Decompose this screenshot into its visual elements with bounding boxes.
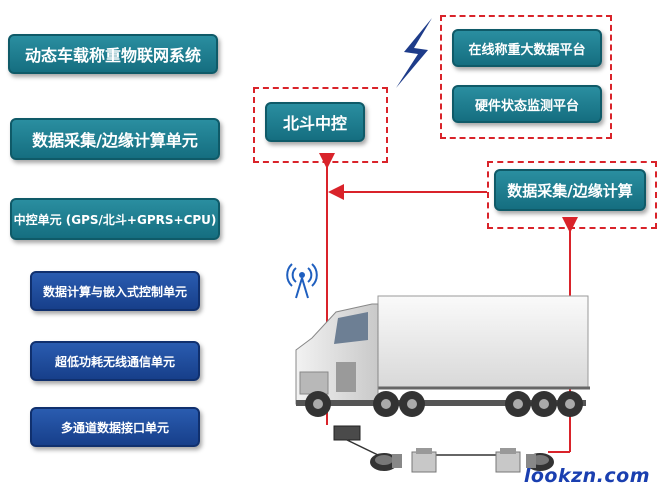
edge-compute-label: 数据采集/边缘计算 [507,181,633,200]
truck-illustration [295,295,590,417]
load-sensor-icon-4 [526,453,554,471]
online-weighing-platform-label: 在线称重大数据平台 [468,42,586,58]
edge-unit-label: 数据采集/边缘计算单元 [32,131,198,150]
compute-unit-label: 数据计算与嵌入式控制单元 [42,284,187,299]
watermark: lookzn.com [523,465,650,487]
hardware-monitor-platform-box: 硬件状态监测平台 [452,85,602,123]
system-title-box: 动态车载称重物联网系统 [8,34,218,74]
wireless-unit-box: 超低功耗无线通信单元 [30,341,200,381]
beidou-control-box: 北斗中控 [265,102,365,142]
sensor-cable-left [346,439,379,456]
interface-unit-box: 多通道数据接口单元 [30,407,200,447]
compute-unit-box: 数据计算与嵌入式控制单元 [30,271,200,311]
load-sensor-icon-3 [495,448,521,473]
hardware-monitor-platform-label: 硬件状态监测平台 [474,98,579,114]
edge-compute-box: 数据采集/边缘计算 [494,169,646,211]
beidou-control-label: 北斗中控 [282,114,347,133]
cloud-platform-group [440,15,612,139]
control-unit-box: 中控单元 (GPS/北斗+GPRS+CPU) [10,198,220,240]
lightning-bolt-icon [396,18,432,88]
load-sensor-icon-2 [411,448,437,473]
edge-unit-box: 数据采集/边缘计算单元 [10,118,220,160]
system-title: 动态车载称重物联网系统 [24,46,201,65]
antenna-icon [286,263,318,299]
online-weighing-platform-box: 在线称重大数据平台 [452,29,602,67]
interface-unit-label: 多通道数据接口单元 [60,420,169,435]
wireless-unit-label: 超低功耗无线通信单元 [54,354,175,369]
control-unit-label: 中控单元 (GPS/北斗+GPRS+CPU) [13,212,217,227]
load-sensor-icon-1 [370,453,402,471]
control-device-icon [333,425,361,441]
